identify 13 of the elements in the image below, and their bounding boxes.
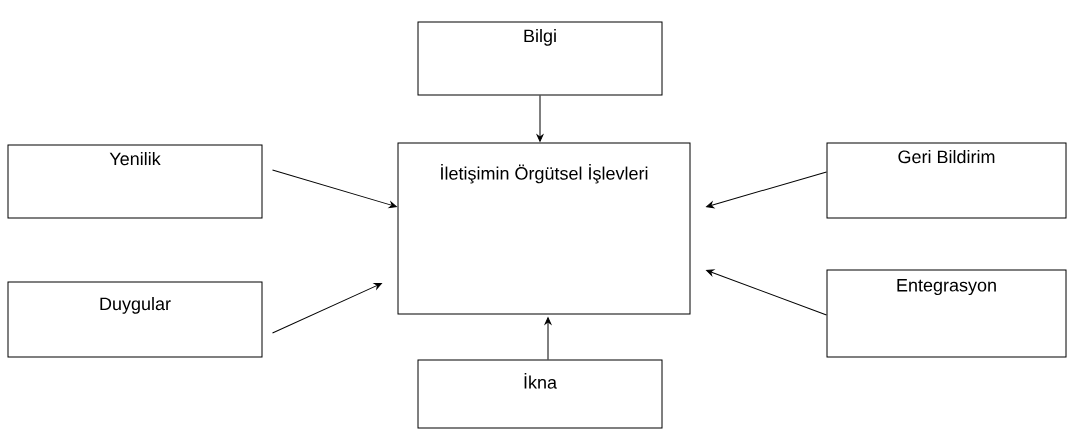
arrow [272, 283, 382, 334]
arrow [544, 317, 552, 360]
arrow [706, 269, 827, 316]
text-box: Geri Bildirim [826, 142, 1067, 219]
text-box: Yenilik [7, 144, 263, 219]
text-box: İletişimin Örgütsel İşlevleri [397, 142, 691, 315]
arrow [272, 169, 397, 209]
text-box: Entegrasyon [826, 269, 1067, 358]
arrow [706, 171, 827, 209]
text-box: İkna [417, 359, 663, 429]
text-box: Bilgi [417, 21, 663, 96]
text-box: Duygular [7, 281, 263, 358]
arrow [536, 95, 544, 142]
